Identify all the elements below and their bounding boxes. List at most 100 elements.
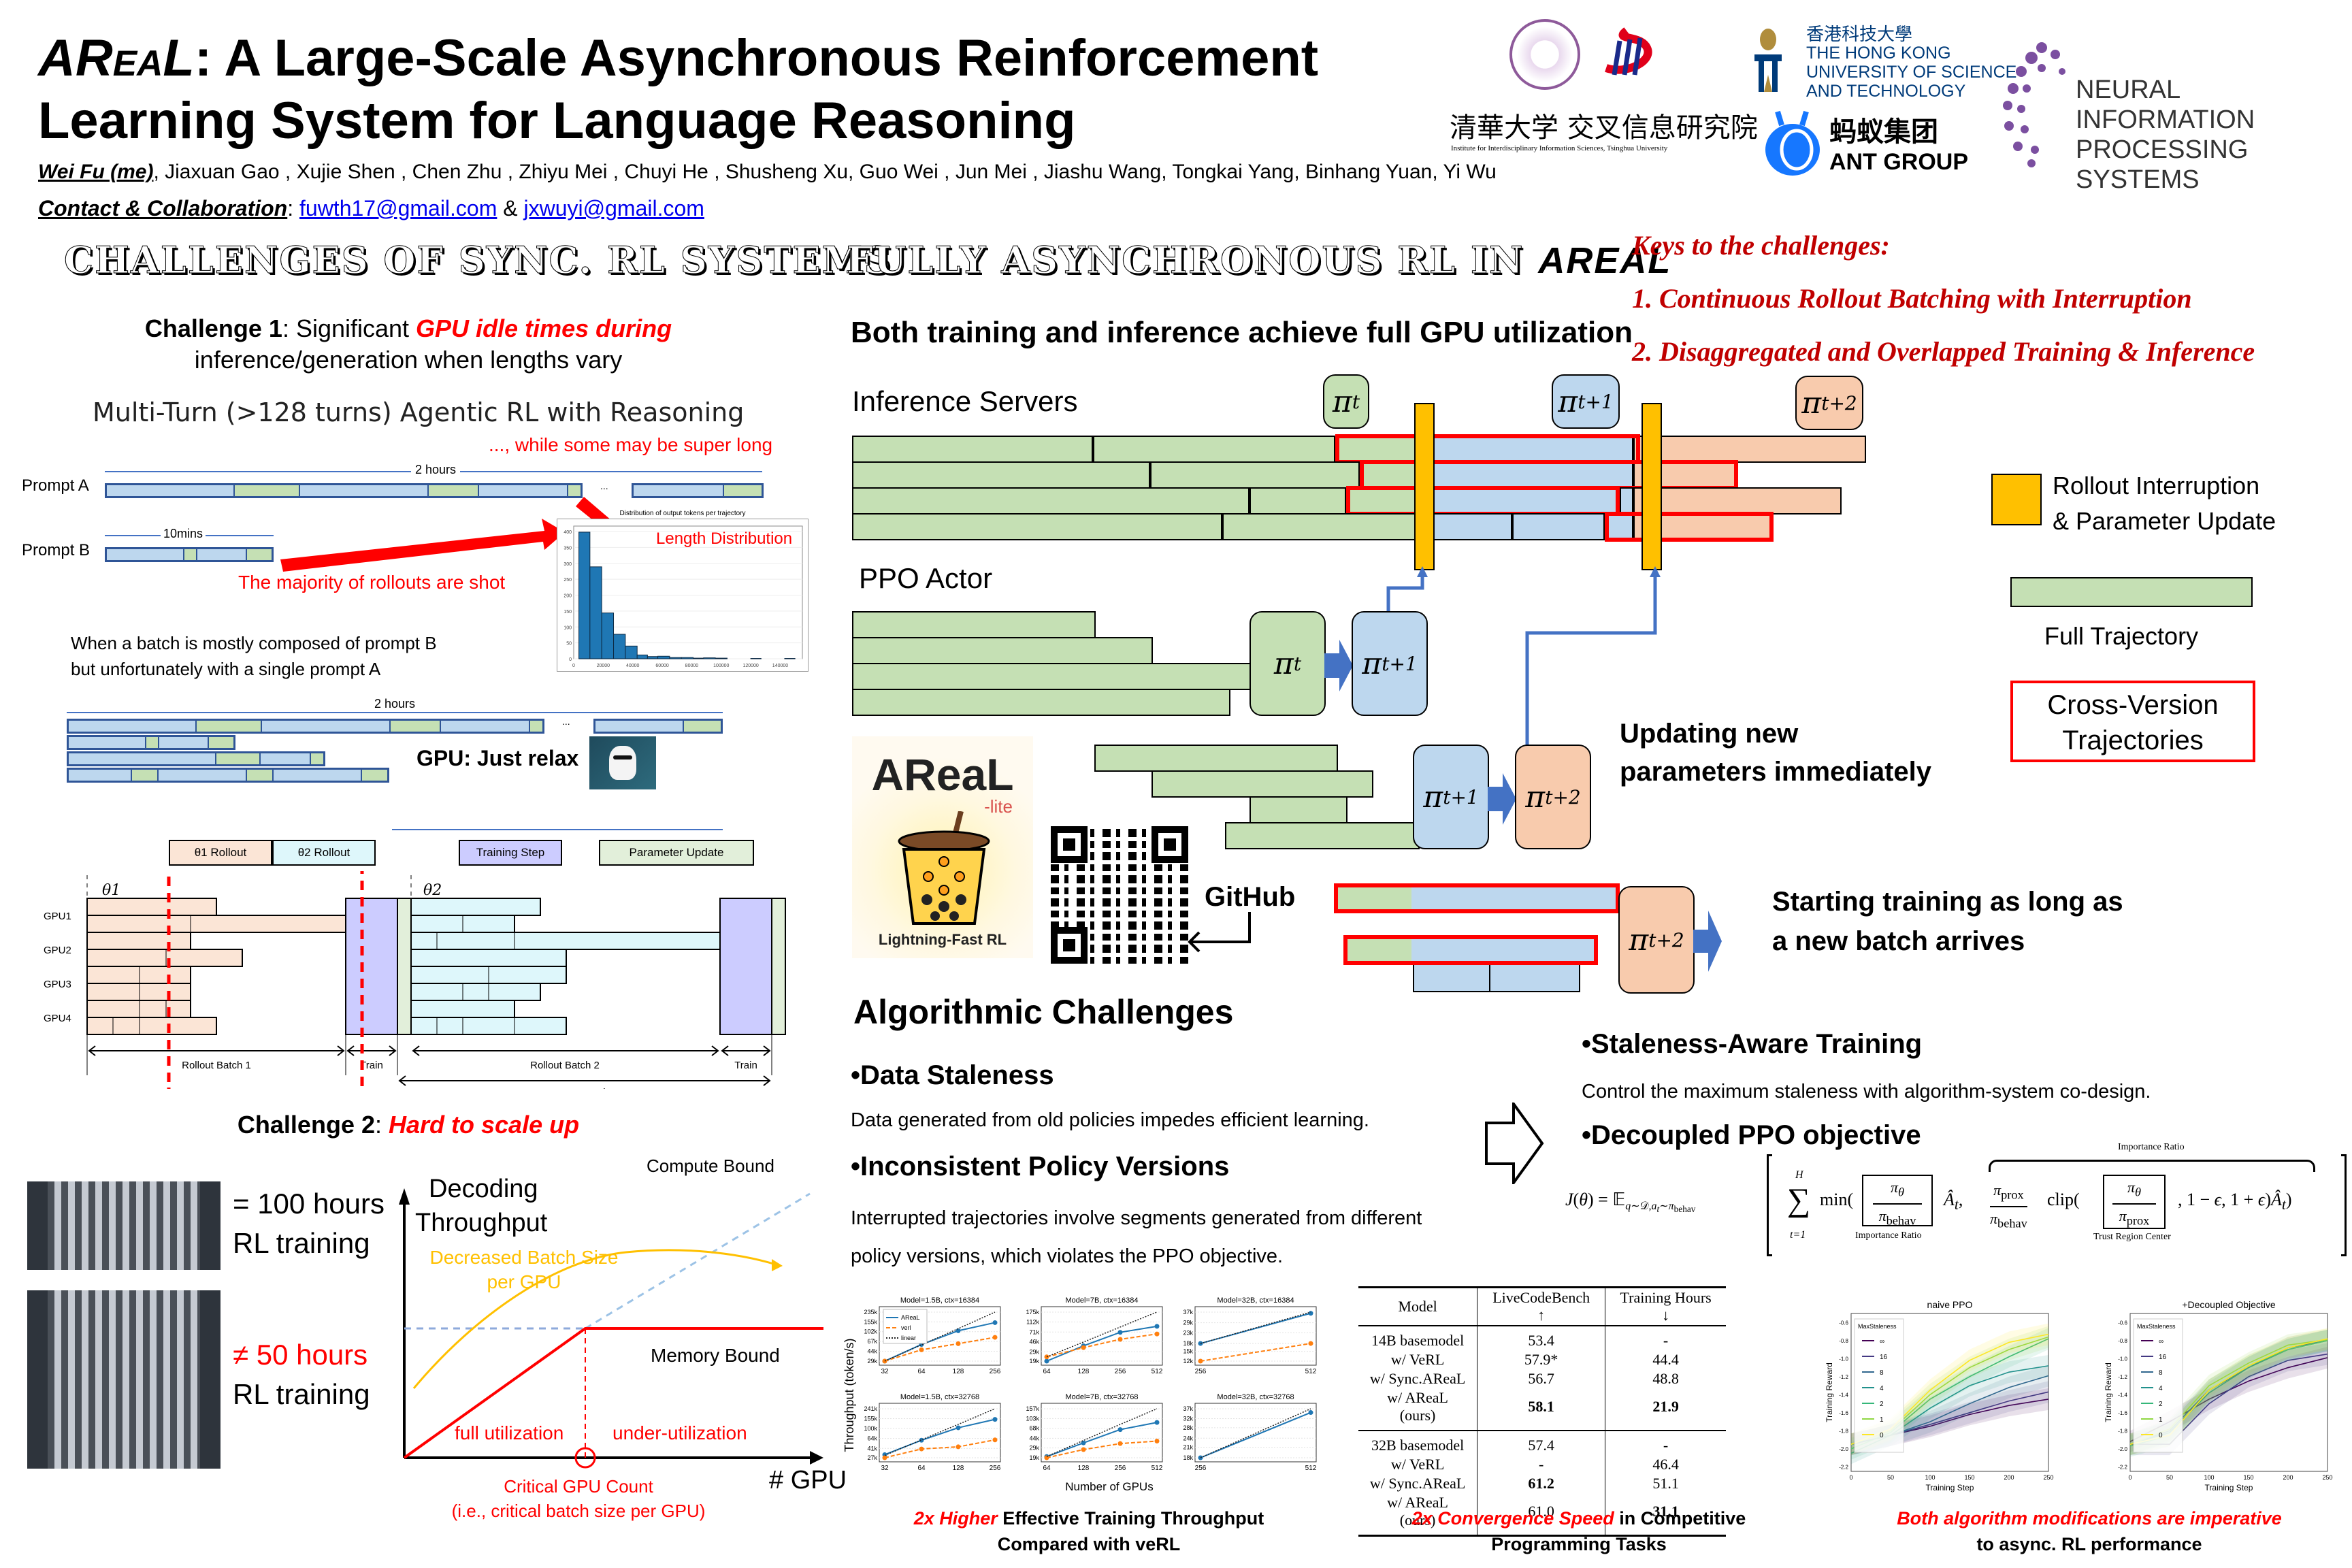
gpu-row-label: GPU1	[44, 911, 71, 922]
x-axis-label: Training Step	[1926, 1483, 1974, 1492]
gpu-row-label: GPU3	[44, 979, 71, 990]
interrupt-bar-1	[1414, 403, 1435, 570]
legend-label: 0	[1880, 1432, 1884, 1439]
data-point-areal	[1044, 1358, 1049, 1364]
inconsistent-desc-1: Interrupted trajectories involve segment…	[851, 1207, 1422, 1229]
ytick-label: 67k	[867, 1338, 877, 1345]
inconsistent-heading: •Inconsistent Policy Versions	[851, 1152, 1230, 1181]
xtick-label: 0	[2128, 1474, 2132, 1481]
throughput-charts: Throughput (token/s)Number of GPUsModel=…	[844, 1296, 1317, 1493]
table-cell-lcb: 61.0	[1477, 1493, 1606, 1536]
xtick-label: 64	[917, 1368, 926, 1375]
inference-traj-segment	[852, 436, 1093, 463]
legend-full-traj-swatch	[2010, 577, 2253, 607]
authors: Wei Fu (me), Jiaxuan Gao , Xujie Shen , …	[38, 161, 1497, 184]
xtick-label: 64	[1043, 1368, 1051, 1375]
contact-sep: :	[287, 196, 294, 220]
xtick-label: 100	[1925, 1474, 1935, 1481]
table-cell-model: 32B basemodel	[1371, 1437, 1465, 1454]
datacenter-image-2	[27, 1290, 220, 1469]
caption-1-rest: Effective Training Throughput	[997, 1508, 1264, 1529]
histogram-ytick: 50	[566, 642, 572, 647]
ytick-label: -2.0	[1839, 1446, 1848, 1452]
gpu-axis-label: # GPU	[769, 1466, 847, 1494]
series-line-areal	[1200, 1411, 1311, 1458]
data-point-areal	[1081, 1440, 1086, 1446]
pi-symbol: π	[1558, 384, 1578, 419]
data-point-areal	[1308, 1311, 1313, 1316]
table-cell-hours: -	[1663, 1332, 1669, 1349]
iiis-name-en: Institute for Interdisciplinary Informat…	[1451, 144, 1668, 152]
actor-traj	[852, 611, 1096, 638]
inference-traj-segment	[1093, 436, 1335, 463]
legend-interrupt-1: Rollout Interruption	[2053, 472, 2260, 500]
pi-symbol: π	[1525, 779, 1546, 815]
chart-title: naive PPO	[1927, 1299, 1973, 1310]
rl-training-label-2: RL training	[233, 1378, 370, 1410]
actor-traj	[852, 637, 1153, 664]
ytick-label: 15k	[1183, 1348, 1193, 1355]
starting-line-1: Starting training as long as	[1772, 887, 2123, 917]
ytick-label: -1.4	[2118, 1392, 2127, 1398]
series-line-linear	[884, 1311, 996, 1362]
table-header-hours: Training Hours ↓	[1620, 1289, 1712, 1324]
histogram-xtick: 100000	[713, 664, 729, 668]
table-cell-model: w/ AReaL (ours)	[1387, 1389, 1448, 1424]
xtick-label: 512	[1152, 1368, 1163, 1375]
legend-cross-2: Trajectories	[2062, 725, 2204, 755]
data-point-verl	[1154, 1438, 1160, 1443]
ppo-actor-label: PPO Actor	[859, 562, 993, 594]
caption-2-line2: Programming Tasks	[1491, 1534, 1667, 1554]
xtick-label: 128	[1078, 1465, 1090, 1472]
legend-label: ∞	[1880, 1338, 1884, 1345]
data-point-verl	[919, 1347, 924, 1352]
data-point-verl	[956, 1444, 961, 1450]
critical-label-2: (i.e., critical batch size per GPU)	[451, 1501, 706, 1521]
prompt-b-duration: 10mins	[161, 527, 206, 541]
pi-subscript: t+2	[1545, 785, 1581, 808]
staleness-chart: naive PPO-2.2-2.0-1.8-1.6-1.4-1.2-1.0-0.…	[1825, 1299, 2054, 1492]
inference-traj-segment	[852, 487, 1250, 514]
batch-note-line2: but unfortunately with a single prompt A	[71, 659, 381, 679]
histogram-xtick: 120000	[742, 664, 758, 668]
legend-training-step-label: Training Step	[476, 846, 545, 859]
data-point-areal	[1117, 1427, 1123, 1433]
arrowhead	[389, 1045, 397, 1056]
xtick-label: 150	[2243, 1474, 2253, 1481]
iiis-name-cn: 清華大学 交叉信息研究院	[1450, 112, 1758, 144]
series-line-linear	[884, 1408, 996, 1456]
caption-2-rest: in Competitive	[1614, 1508, 1746, 1529]
arrowhead	[763, 1045, 771, 1056]
title-line2: Learning System for Language Reasoning	[38, 92, 1076, 150]
xtick-label: 256	[1115, 1368, 1126, 1375]
histogram-xtick: 60000	[655, 664, 669, 668]
ytick-label: -1.6	[1839, 1410, 1848, 1416]
legend-box	[2133, 1318, 2183, 1453]
table-cell-hours: 48.8	[1652, 1370, 1679, 1387]
email-link-1[interactable]: fuwth17@gmail.com	[299, 196, 497, 220]
arrowhead	[412, 1045, 420, 1056]
arrowhead	[711, 1045, 719, 1056]
challenge2-heading: Challenge 2: Hard to scale up	[0, 1111, 817, 1139]
ytick-label: -1.6	[2118, 1410, 2127, 1416]
data-point-areal	[956, 1425, 961, 1431]
span-label: Rollout Batch 1	[182, 1060, 251, 1071]
histogram-xtick: 20000	[597, 664, 610, 668]
histogram-bar	[681, 657, 694, 659]
actor-traj	[1094, 745, 1338, 772]
github-label[interactable]: GitHub	[1205, 882, 1296, 912]
ant-group-logo-mark	[1763, 109, 1823, 177]
xtick-label: 128	[1078, 1368, 1090, 1375]
actor-traj	[1152, 770, 1373, 798]
qr-finder-tl	[1051, 826, 1088, 863]
caption-3-line2: to async. RL performance	[1976, 1534, 2202, 1554]
email-link-2[interactable]: jxwuyi@gmail.com	[523, 196, 704, 220]
series-line-verl	[884, 1439, 996, 1458]
xtick-label: 250	[2322, 1474, 2332, 1481]
